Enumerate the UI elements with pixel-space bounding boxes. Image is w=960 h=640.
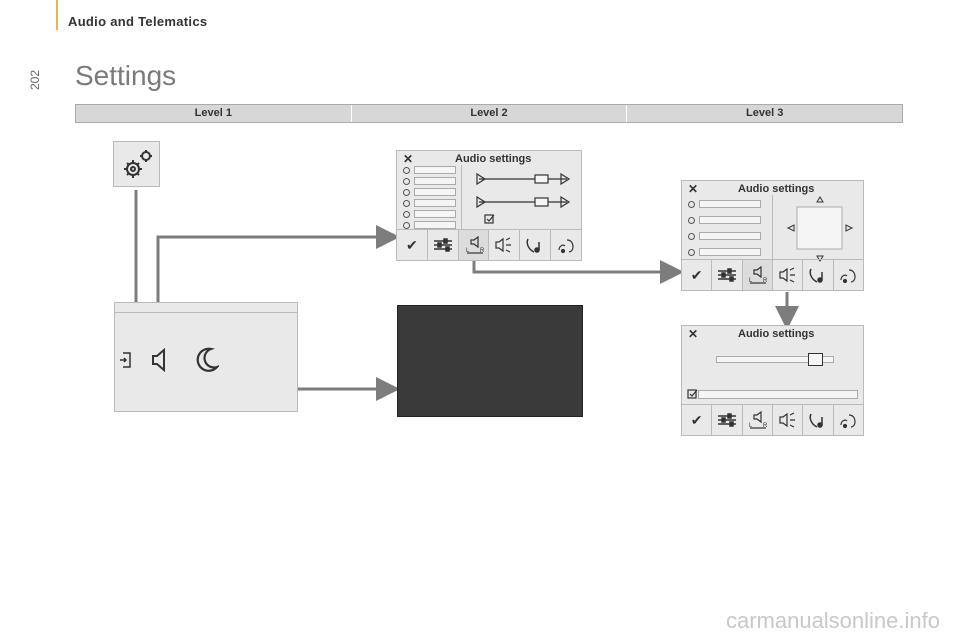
footer-watermark: carmanualsonline.info — [725, 608, 940, 633]
arrow-balance-to-level3 — [472, 256, 684, 284]
equalizer-button[interactable] — [428, 230, 459, 260]
sound-waves-icon — [495, 237, 512, 253]
level-2-label: Level 2 — [352, 105, 628, 122]
option-field[interactable] — [699, 216, 761, 224]
option-dot — [688, 201, 695, 208]
svg-text:R: R — [480, 248, 485, 254]
ringtone-button[interactable] — [803, 405, 834, 435]
confirm-button[interactable]: ✔ — [397, 230, 428, 260]
option-dot — [688, 249, 695, 256]
confirm-button[interactable]: ✔ — [682, 260, 713, 290]
exit-icon[interactable] — [119, 351, 131, 369]
panel-title: Audio settings — [455, 153, 532, 165]
svg-text:L: L — [749, 423, 753, 429]
phone-music-icon — [526, 238, 540, 253]
level-3-label: Level 3 — [746, 107, 784, 119]
option-field[interactable] — [414, 166, 456, 174]
svg-text:R: R — [763, 278, 768, 284]
option-field[interactable] — [699, 232, 761, 240]
option-dot — [403, 200, 410, 207]
option-field[interactable] — [414, 177, 456, 185]
option-dot — [403, 222, 410, 229]
option-field[interactable] — [698, 390, 858, 399]
slider-controls[interactable] — [475, 171, 575, 217]
check-icon: ✔ — [406, 236, 418, 253]
option-dot — [688, 217, 695, 224]
balance-pad[interactable] — [782, 195, 858, 263]
svg-text:L: L — [749, 278, 753, 284]
gear-icon — [124, 150, 152, 178]
option-dot — [688, 233, 695, 240]
option-field[interactable] — [414, 188, 456, 196]
check-icon: ✔ — [690, 411, 703, 428]
sound-effects-button[interactable] — [773, 405, 804, 435]
option-dot — [403, 211, 410, 218]
voice-button[interactable] — [834, 405, 863, 435]
svg-text:L: L — [466, 248, 470, 254]
option-field[interactable] — [414, 221, 456, 229]
volume-slider-track[interactable] — [716, 356, 834, 363]
sound-waves-icon — [779, 412, 795, 428]
option-dot — [403, 189, 410, 196]
close-icon[interactable]: ✕ — [688, 182, 699, 196]
option-dot — [403, 178, 410, 185]
close-icon[interactable]: ✕ — [688, 327, 699, 341]
checkbox-icon[interactable] — [484, 213, 496, 225]
equalizer-icon — [717, 268, 736, 282]
svg-text:R: R — [763, 423, 768, 429]
speaker-icon[interactable] — [151, 348, 169, 372]
ringtone-button[interactable] — [520, 230, 552, 260]
voice-button[interactable] — [834, 260, 863, 290]
voice-icon — [840, 414, 856, 429]
sound-effects-button[interactable] — [773, 260, 804, 290]
panel-title: Audio settings — [738, 183, 815, 195]
sound-waves-icon — [779, 267, 795, 283]
header-accent-line — [56, 0, 58, 30]
equalizer-icon — [717, 413, 736, 427]
phone-music-icon — [809, 413, 823, 428]
phone-music-icon — [809, 268, 823, 283]
option-field[interactable] — [414, 210, 456, 218]
moon-icon[interactable] — [195, 347, 219, 373]
voice-icon — [840, 269, 856, 284]
option-field[interactable] — [699, 200, 761, 208]
level-header-bar: Level 1 Level 2 Level 3 — [75, 104, 903, 123]
equalizer-button[interactable] — [712, 405, 743, 435]
confirm-button[interactable]: ✔ — [682, 405, 713, 435]
close-icon[interactable]: ✕ — [403, 152, 414, 166]
level-1-label: Level 1 — [76, 105, 352, 122]
option-field[interactable] — [414, 199, 456, 207]
sound-effects-button[interactable] — [489, 230, 521, 260]
screen-off-display — [397, 305, 583, 417]
check-icon: ✔ — [690, 266, 703, 283]
section-title: Audio and Telematics — [68, 14, 208, 29]
option-dot — [403, 167, 410, 174]
equalizer-button[interactable] — [712, 260, 743, 290]
panel-title: Audio settings — [738, 328, 815, 340]
ringtone-button[interactable] — [803, 260, 834, 290]
checkbox-icon[interactable] — [687, 388, 699, 400]
main-settings-menu — [114, 302, 298, 412]
option-field[interactable] — [699, 248, 761, 256]
voice-icon — [558, 239, 574, 254]
page-title: Settings — [75, 60, 177, 91]
voice-button[interactable] — [551, 230, 581, 260]
equalizer-icon — [433, 238, 452, 252]
settings-gear-tile[interactable] — [113, 141, 160, 187]
volume-slider-thumb[interactable] — [808, 353, 823, 366]
